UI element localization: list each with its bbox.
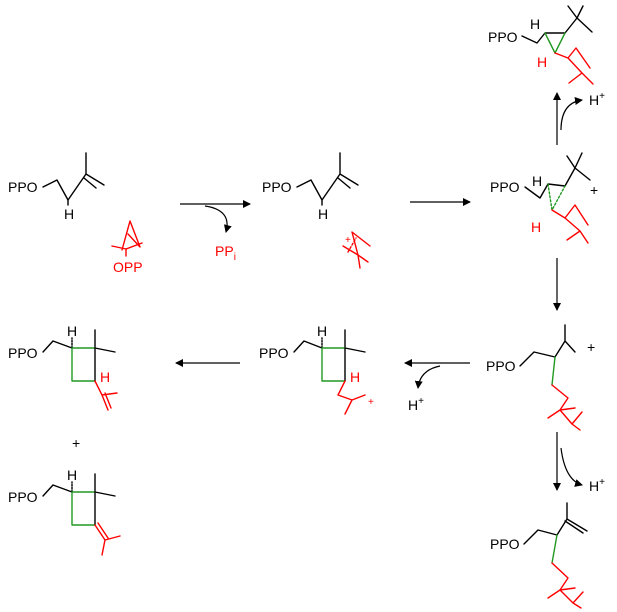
red-allyl-fragment: [121, 220, 141, 251]
h-label-red: H: [350, 369, 360, 385]
h-label-top: H: [530, 16, 540, 32]
plus-between-products: +: [72, 435, 80, 451]
opp-label: OPP: [113, 259, 143, 275]
green-cyclobutane: [71, 491, 96, 526]
red-chain: [554, 47, 594, 85]
molecule-dmapp-cation-pair: PPO H +: [262, 152, 371, 269]
green-cyclobutane: [71, 347, 96, 382]
chain-and-methyls: [293, 329, 366, 353]
arrow-ionization: PPi: [180, 200, 251, 263]
ppo-label: PPO: [8, 179, 38, 195]
red-delocalised: [347, 237, 357, 253]
ppo-label: PPO: [259, 345, 289, 361]
h-label: H: [64, 206, 74, 222]
molecule-diene-product: PPO: [490, 502, 588, 609]
green-cyclopropane: [544, 32, 566, 54]
dmapp-chain: [296, 152, 359, 201]
ppo-label: PPO: [488, 29, 518, 45]
molecule-cyclobutane-isopropylidene: PPO H: [8, 467, 121, 556]
h-label-red: H: [531, 219, 541, 235]
dmapp-chain: [42, 152, 105, 201]
chain-and-methylene: [523, 502, 588, 545]
green-new-bond: [551, 356, 556, 386]
plus-label: +: [587, 339, 595, 355]
h-label-top: H: [532, 173, 542, 189]
h-plus-label: H+: [408, 396, 424, 413]
red-isopropylidene: [94, 522, 121, 556]
h-label-red: H: [100, 369, 110, 385]
ppo-label: PPO: [486, 358, 516, 374]
plus-label: +: [590, 182, 598, 198]
red-allyl-cation: [342, 231, 371, 256]
h-label-top: H: [317, 323, 327, 339]
molecule-cyclopropane-product: PPO H H: [488, 5, 594, 85]
ppo-label: PPO: [262, 179, 292, 195]
ppo-label: PPO: [8, 345, 38, 361]
molecule-cyclobutyl-cation: PPO H H +: [259, 323, 374, 415]
ppo-label: PPO: [490, 179, 520, 195]
arrow-cyclization: H+: [404, 359, 470, 413]
plus-label: +: [368, 397, 374, 408]
molecule-dmapp-pair: PPO H OPP: [8, 152, 143, 275]
red-chain: [551, 204, 589, 244]
chain-and-methyls: [42, 329, 116, 353]
red-methyls: [357, 254, 369, 269]
molecule-cyclobutane-isopropenyl: PPO H H: [8, 323, 118, 411]
molecule-open-chain-cation: PPO +: [486, 324, 595, 431]
red-chain: [547, 562, 584, 609]
h-label: H: [318, 206, 328, 222]
h-label-top: H: [67, 323, 77, 339]
green-new-bond: [551, 534, 558, 564]
red-isopropyl-cation: [337, 380, 366, 415]
arrow-deprotonation-up: H+: [553, 91, 605, 145]
chain-and-cation: [519, 324, 576, 367]
red-chain: [547, 384, 583, 431]
green-cyclobutane: [321, 347, 346, 382]
red-isopropenyl: [94, 380, 118, 411]
arrow-deprotonation-down: H+: [553, 432, 605, 494]
plus-label: +: [345, 235, 351, 246]
h-label-red: H: [537, 54, 547, 70]
molecule-cyclopropyl-cation: PPO H + H: [490, 152, 598, 244]
ppo-label: PPO: [490, 536, 520, 552]
h-plus-label: H+: [589, 477, 605, 494]
ppi-label: PPi: [215, 243, 236, 263]
h-plus-label: H+: [589, 91, 605, 108]
chain-and-methyls: [42, 473, 116, 497]
green-forming-bonds: [547, 183, 566, 211]
h-label-top: H: [67, 467, 77, 483]
ppo-label: PPO: [8, 489, 38, 505]
